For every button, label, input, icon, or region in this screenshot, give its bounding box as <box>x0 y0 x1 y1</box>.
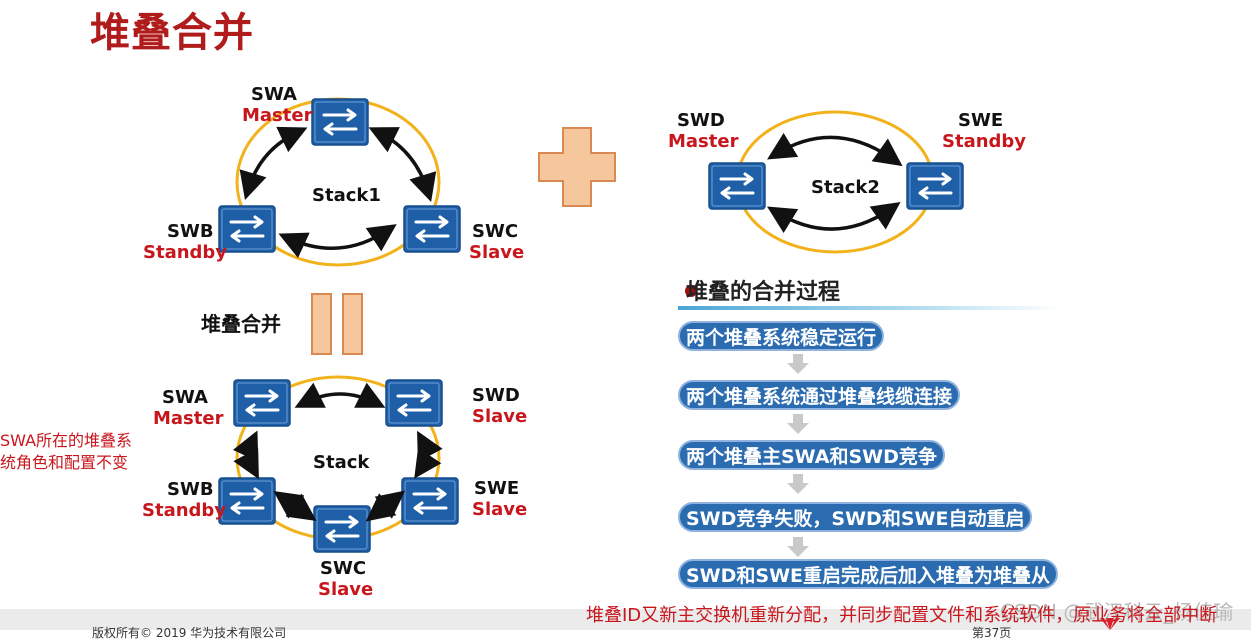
stack1-swb-switch[interactable] <box>217 204 277 254</box>
left-note-line-2: 统角色和配置不变 <box>0 453 129 472</box>
stack1-link-ab <box>239 126 308 201</box>
stack2-link-bottom <box>767 201 901 234</box>
down-arrow-icon <box>787 414 809 434</box>
stack2-swd-role: Master <box>668 131 739 152</box>
stack2-link-top <box>767 132 903 167</box>
merged-swd-name: SWD <box>472 385 520 406</box>
stack1-swa-name: SWA <box>251 84 297 105</box>
stack2-swe-name: SWE <box>958 110 1003 131</box>
footer-copyright: 版权所有© 2019 华为技术有限公司 <box>92 626 287 640</box>
merged-swc-name: SWC <box>320 558 366 579</box>
merged-link-de <box>414 430 443 479</box>
equals-bar-left <box>311 293 332 355</box>
merged-swb-role: Standby <box>142 500 226 521</box>
left-note-line-1: SWA所在的堆叠系 <box>0 431 133 450</box>
process-step-3: 两个堆叠主SWA和SWD竞争 <box>678 440 945 470</box>
stack1-swc-name: SWC <box>472 221 518 242</box>
stack2-swd-name: SWD <box>677 110 725 131</box>
stack1-link-bc <box>278 224 397 259</box>
merged-swc-switch[interactable] <box>312 504 372 554</box>
process-step-4: SWD竞争失败，SWD和SWE自动重启 <box>678 502 1033 532</box>
merged-swa-switch[interactable] <box>232 378 292 428</box>
down-arrow-icon <box>787 537 809 557</box>
stack1-swb-name: SWB <box>167 221 214 242</box>
plus-icon <box>538 127 616 207</box>
stack1-swb-role: Standby <box>143 242 227 263</box>
merge-label: 堆叠合并 <box>201 312 281 336</box>
process-step-2: 两个堆叠系统通过堆叠线缆连接 <box>678 380 961 410</box>
stack1-swc-role: Slave <box>469 242 524 263</box>
stack1-center-label: Stack1 <box>312 185 381 206</box>
stack2-swd-switch[interactable] <box>707 161 767 211</box>
merged-link-bc <box>273 491 317 521</box>
process-step-5: SWD和SWE重启完成后加入堆叠为堆叠从 <box>678 559 1059 589</box>
merged-swb-switch[interactable] <box>217 476 277 526</box>
process-title-underline <box>678 306 1058 310</box>
merged-swe-name: SWE <box>474 478 519 499</box>
huawei-logo-icon <box>1100 618 1120 630</box>
down-arrow-icon <box>787 474 809 494</box>
merged-link-ab <box>232 430 259 480</box>
merged-link-ce <box>365 490 406 522</box>
merged-swc-role: Slave <box>318 579 373 600</box>
merged-swa-role: Master <box>153 408 224 429</box>
left-note: SWA所在的堆叠系 统角色和配置不变 <box>0 430 132 474</box>
page-title: 堆叠合并 <box>90 10 254 56</box>
stack1-link-ac <box>368 127 437 203</box>
stack2-swe-role: Standby <box>942 131 1026 152</box>
down-arrow-icon <box>787 354 809 374</box>
bullet-icon <box>685 285 697 297</box>
stack1-swc-switch[interactable] <box>402 204 462 254</box>
stack1-swa-role: Master <box>242 105 313 126</box>
merged-swd-role: Slave <box>472 406 527 427</box>
stack2-swe-switch[interactable] <box>905 161 965 211</box>
process-step-1: 两个堆叠系统稳定运行 <box>678 321 885 351</box>
footer-bar <box>0 609 1251 630</box>
merged-swa-name: SWA <box>162 387 208 408</box>
merged-swd-switch[interactable] <box>384 378 444 428</box>
footer-note: 堆叠ID又新主交换机重新分配，并同步配置文件和系统软件，原业务将全部中断 <box>586 605 1218 626</box>
process-title: 堆叠的合并过程 <box>686 280 841 305</box>
merged-link-ad <box>294 382 386 408</box>
equals-bar-right <box>342 293 363 355</box>
stack1-swa-switch[interactable] <box>310 97 370 147</box>
merged-center-label: Stack <box>313 452 370 473</box>
merged-swb-name: SWB <box>167 479 214 500</box>
merged-swe-switch[interactable] <box>400 476 460 526</box>
merged-swe-role: Slave <box>472 499 527 520</box>
stack2-center-label: Stack2 <box>811 177 880 198</box>
